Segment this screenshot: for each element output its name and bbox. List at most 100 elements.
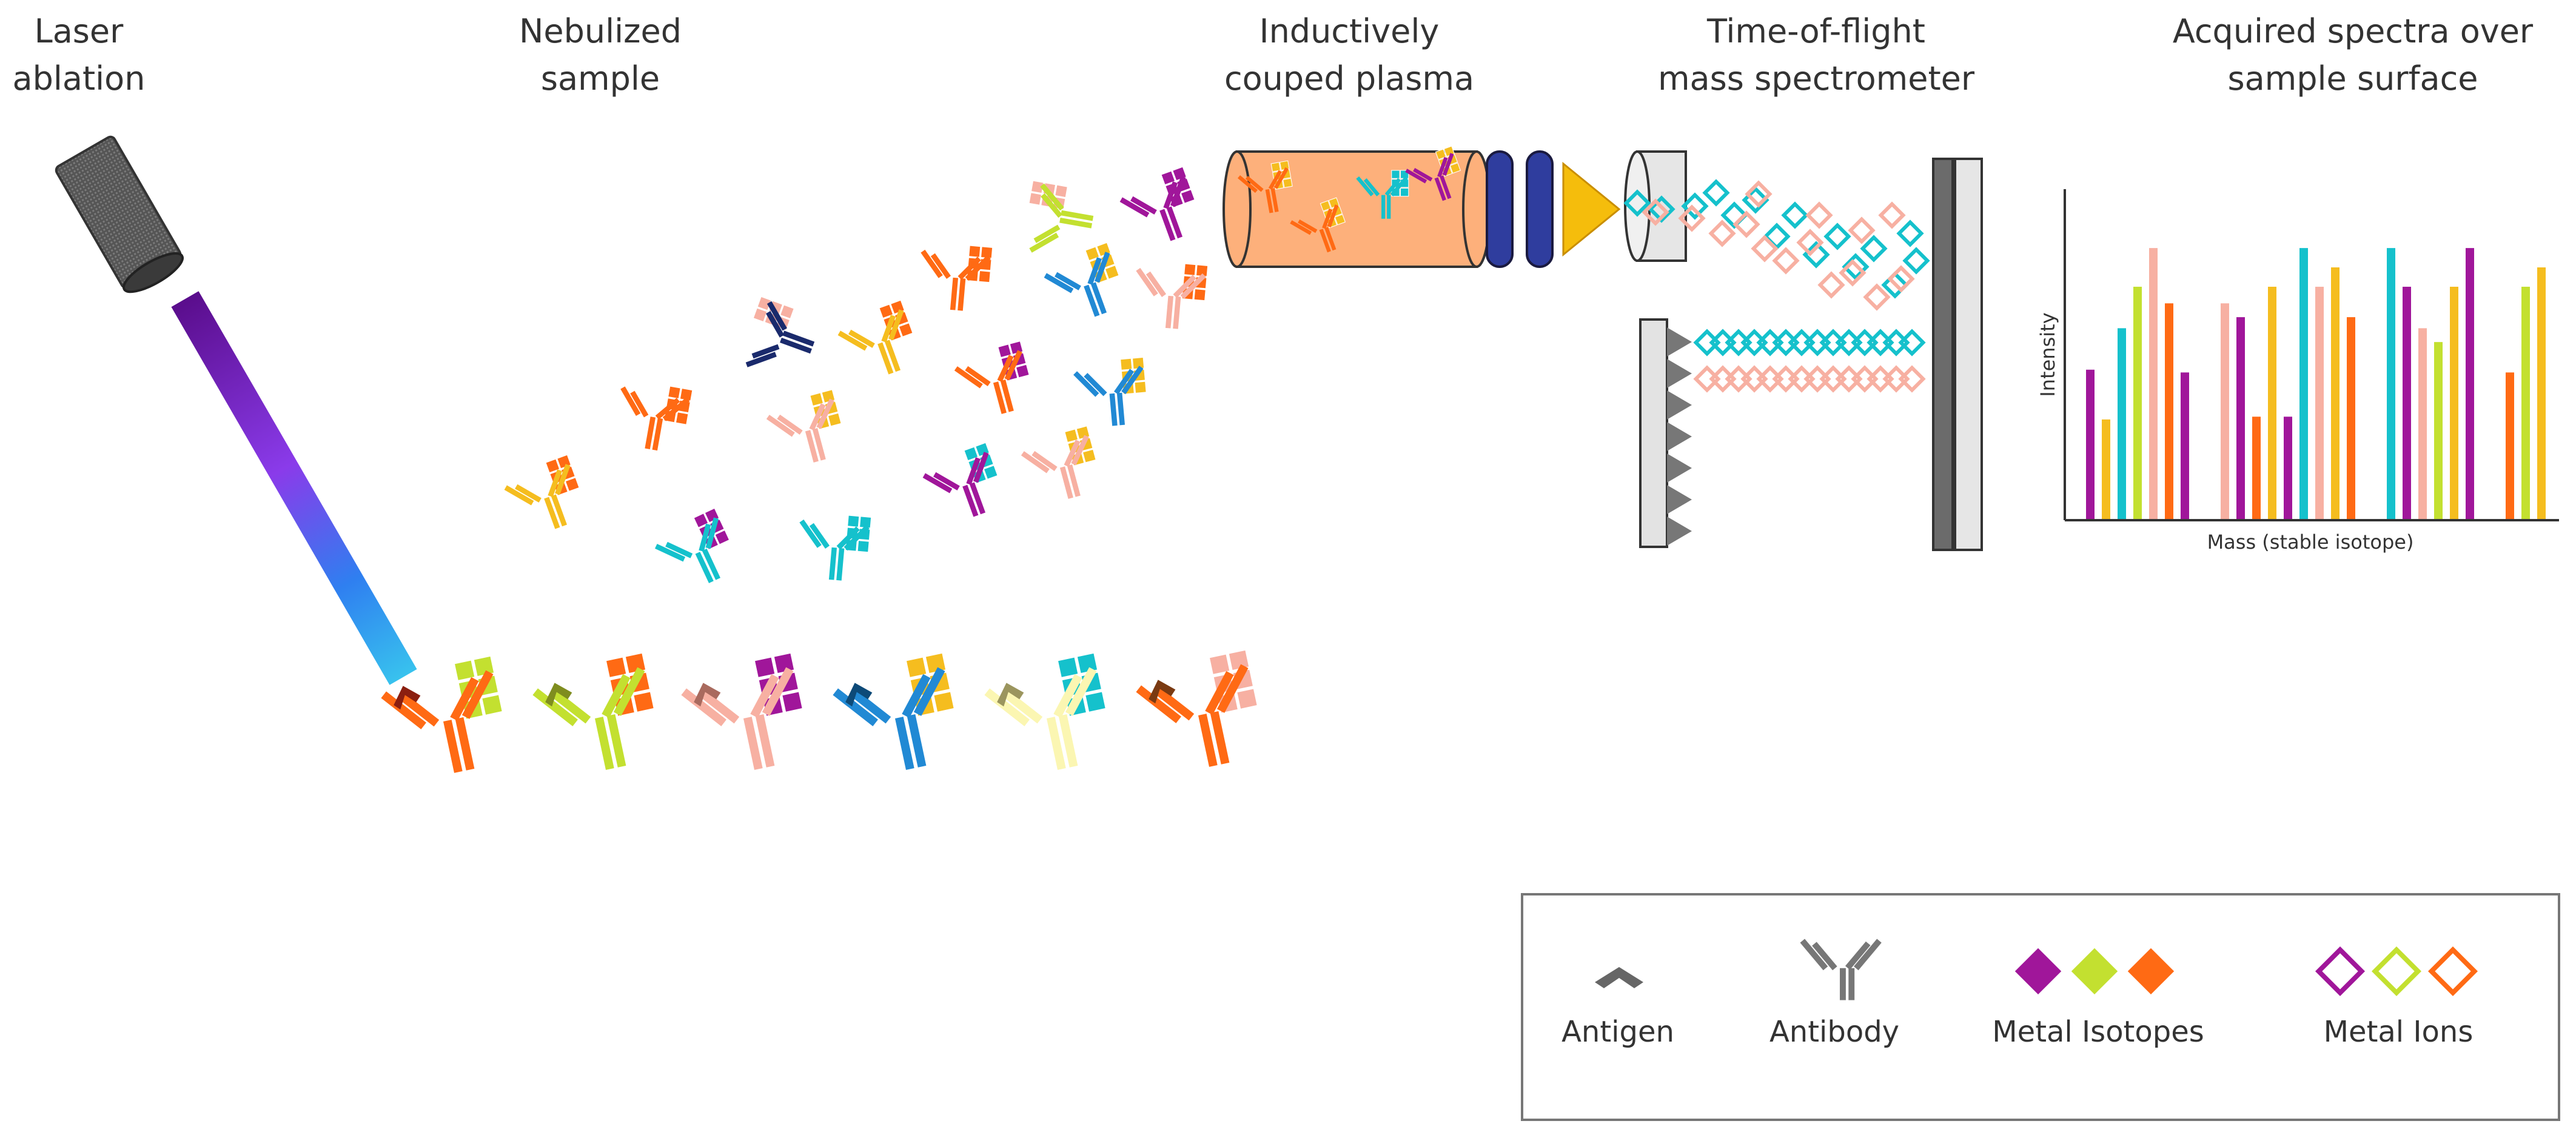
ion-diamond [1772, 329, 1800, 356]
laser-head-icon [55, 135, 184, 293]
spectrum-bar [2299, 248, 2308, 519]
ion-diamond [1709, 365, 1737, 393]
spectrum-bar [2466, 248, 2474, 519]
stage-label-line: mass spectrometer [1658, 59, 1975, 98]
isotope-diamond-icon [2014, 948, 2062, 995]
ion-diamond [1823, 223, 1851, 250]
antibody-icon [1028, 180, 1094, 253]
legend-isotopes: Metal Isotopes [1992, 948, 2204, 1049]
spectrum-bar [2133, 286, 2142, 519]
ion-diamond [1756, 365, 1784, 393]
x-axis-label: Mass (stable isotope) [2207, 531, 2414, 554]
ion-diamond [1839, 259, 1867, 287]
ion-diamond [1623, 189, 1651, 217]
ion-diamond [1896, 219, 1924, 247]
antibody-icon [766, 389, 842, 463]
spectrum-bar [2347, 317, 2355, 519]
antibody-icon [1405, 146, 1461, 201]
antibody-icon [1800, 939, 1882, 1000]
antibody-icon [1021, 425, 1097, 499]
ion-diamond [1803, 365, 1831, 393]
ion-diamond [1882, 365, 1910, 393]
nebulized-antibodies [504, 166, 1209, 583]
stage-label-tof: Time-of-flight mass spectrometer [1658, 12, 1975, 98]
ion-diamond [1805, 201, 1833, 229]
antibody-icon [1119, 166, 1196, 241]
antibody-icon [745, 296, 815, 367]
ion-diamond [1725, 365, 1753, 393]
isotope-diamond-icon [2127, 948, 2175, 995]
stage-label-line: Laser [35, 12, 124, 50]
legend-isotopes-label: Metal Isotopes [1992, 1015, 2204, 1049]
ion-diamond-icon [2315, 946, 2366, 997]
ion-diamond [1740, 329, 1768, 356]
stage-label-line: sample [541, 59, 660, 98]
spectrum-bar [2086, 369, 2095, 519]
ion-diamond [1898, 329, 1926, 356]
ion-diamond [1756, 329, 1784, 356]
legend-antibody: Antibody [1769, 939, 1899, 1049]
antibody-icon [1073, 356, 1147, 426]
ion-lens-2 [1526, 150, 1554, 268]
stage-label-icp: Inductively couped plasma [1224, 12, 1474, 98]
antibody-icon [532, 652, 656, 770]
ion-diamond [1740, 365, 1768, 393]
antibody-icon [799, 515, 872, 581]
ion-diamond [1708, 219, 1736, 247]
y-axis-label: Intensity [2036, 312, 2059, 397]
stage-label-line: Acquired spectra over [2173, 12, 2534, 50]
spectrum-chart: Intensity Mass (stable isotope) [2036, 189, 2559, 554]
spectrum-bar [2165, 303, 2173, 519]
stage-label-line: ablation [13, 59, 146, 98]
ion-flight-paths [1623, 179, 1930, 393]
antibody-icon [837, 300, 914, 375]
antibody-icon [984, 652, 1107, 770]
plasma-inlet [1223, 150, 1252, 268]
plasma-torch [1223, 146, 1491, 268]
ion-diamond [1819, 329, 1847, 356]
ion-diamond [1732, 210, 1760, 238]
ion-diamond [1860, 235, 1888, 263]
legend-ions-label: Metal Ions [2324, 1015, 2474, 1049]
stage-label-line: Time-of-flight [1706, 12, 1925, 50]
spectrum-bar [2236, 317, 2245, 519]
ion-diamond [1709, 329, 1737, 356]
stage-label-laser: Laser ablation [13, 12, 146, 98]
dynode-tooth [1667, 485, 1692, 514]
plasma-antibodies [1237, 146, 1461, 253]
stage-label-spectra: Acquired spectra over sample surface [2173, 12, 2534, 98]
tissue-labeled-antibodies [381, 649, 1259, 773]
ion-diamond [1848, 216, 1876, 244]
spectrum-bar [2315, 286, 2324, 519]
antibody-icon [1044, 242, 1120, 317]
spectrum-bar [2387, 248, 2395, 519]
ion-reflector [1932, 158, 1983, 551]
ion-diamond [1678, 204, 1706, 232]
ion-diamond [1835, 365, 1863, 393]
spectrum-bar [2252, 417, 2261, 519]
antibody-icon [1136, 263, 1209, 329]
spectrum-bar [2149, 248, 2158, 519]
ion-lens-1 [1486, 150, 1514, 268]
detector-dynodes [1667, 327, 1692, 546]
ion-diamond [1642, 198, 1669, 226]
antibody-icon [1290, 197, 1346, 253]
spectrum-bar [2331, 267, 2340, 519]
ion-diamond [1745, 180, 1773, 208]
ion-diamond [1788, 329, 1816, 356]
antibody-icon [1237, 160, 1293, 213]
ion-diamond [1788, 365, 1816, 393]
ion-diamond [1817, 271, 1845, 299]
dynode-tooth [1667, 454, 1692, 483]
legend-box: Antigen Antibody Metal Isotopes Metal Io… [1521, 893, 2560, 1121]
antibody-icon [954, 340, 1030, 414]
ion-diamond [1772, 247, 1800, 275]
spectrum-bar [2403, 286, 2411, 519]
ion-diamond [1796, 229, 1824, 256]
dynode-tooth [1667, 390, 1692, 420]
ion-detector [1639, 318, 1692, 548]
antibody-icon [681, 652, 804, 770]
dynode-tooth [1667, 327, 1692, 356]
stage-label-line: Inductively [1259, 12, 1440, 50]
